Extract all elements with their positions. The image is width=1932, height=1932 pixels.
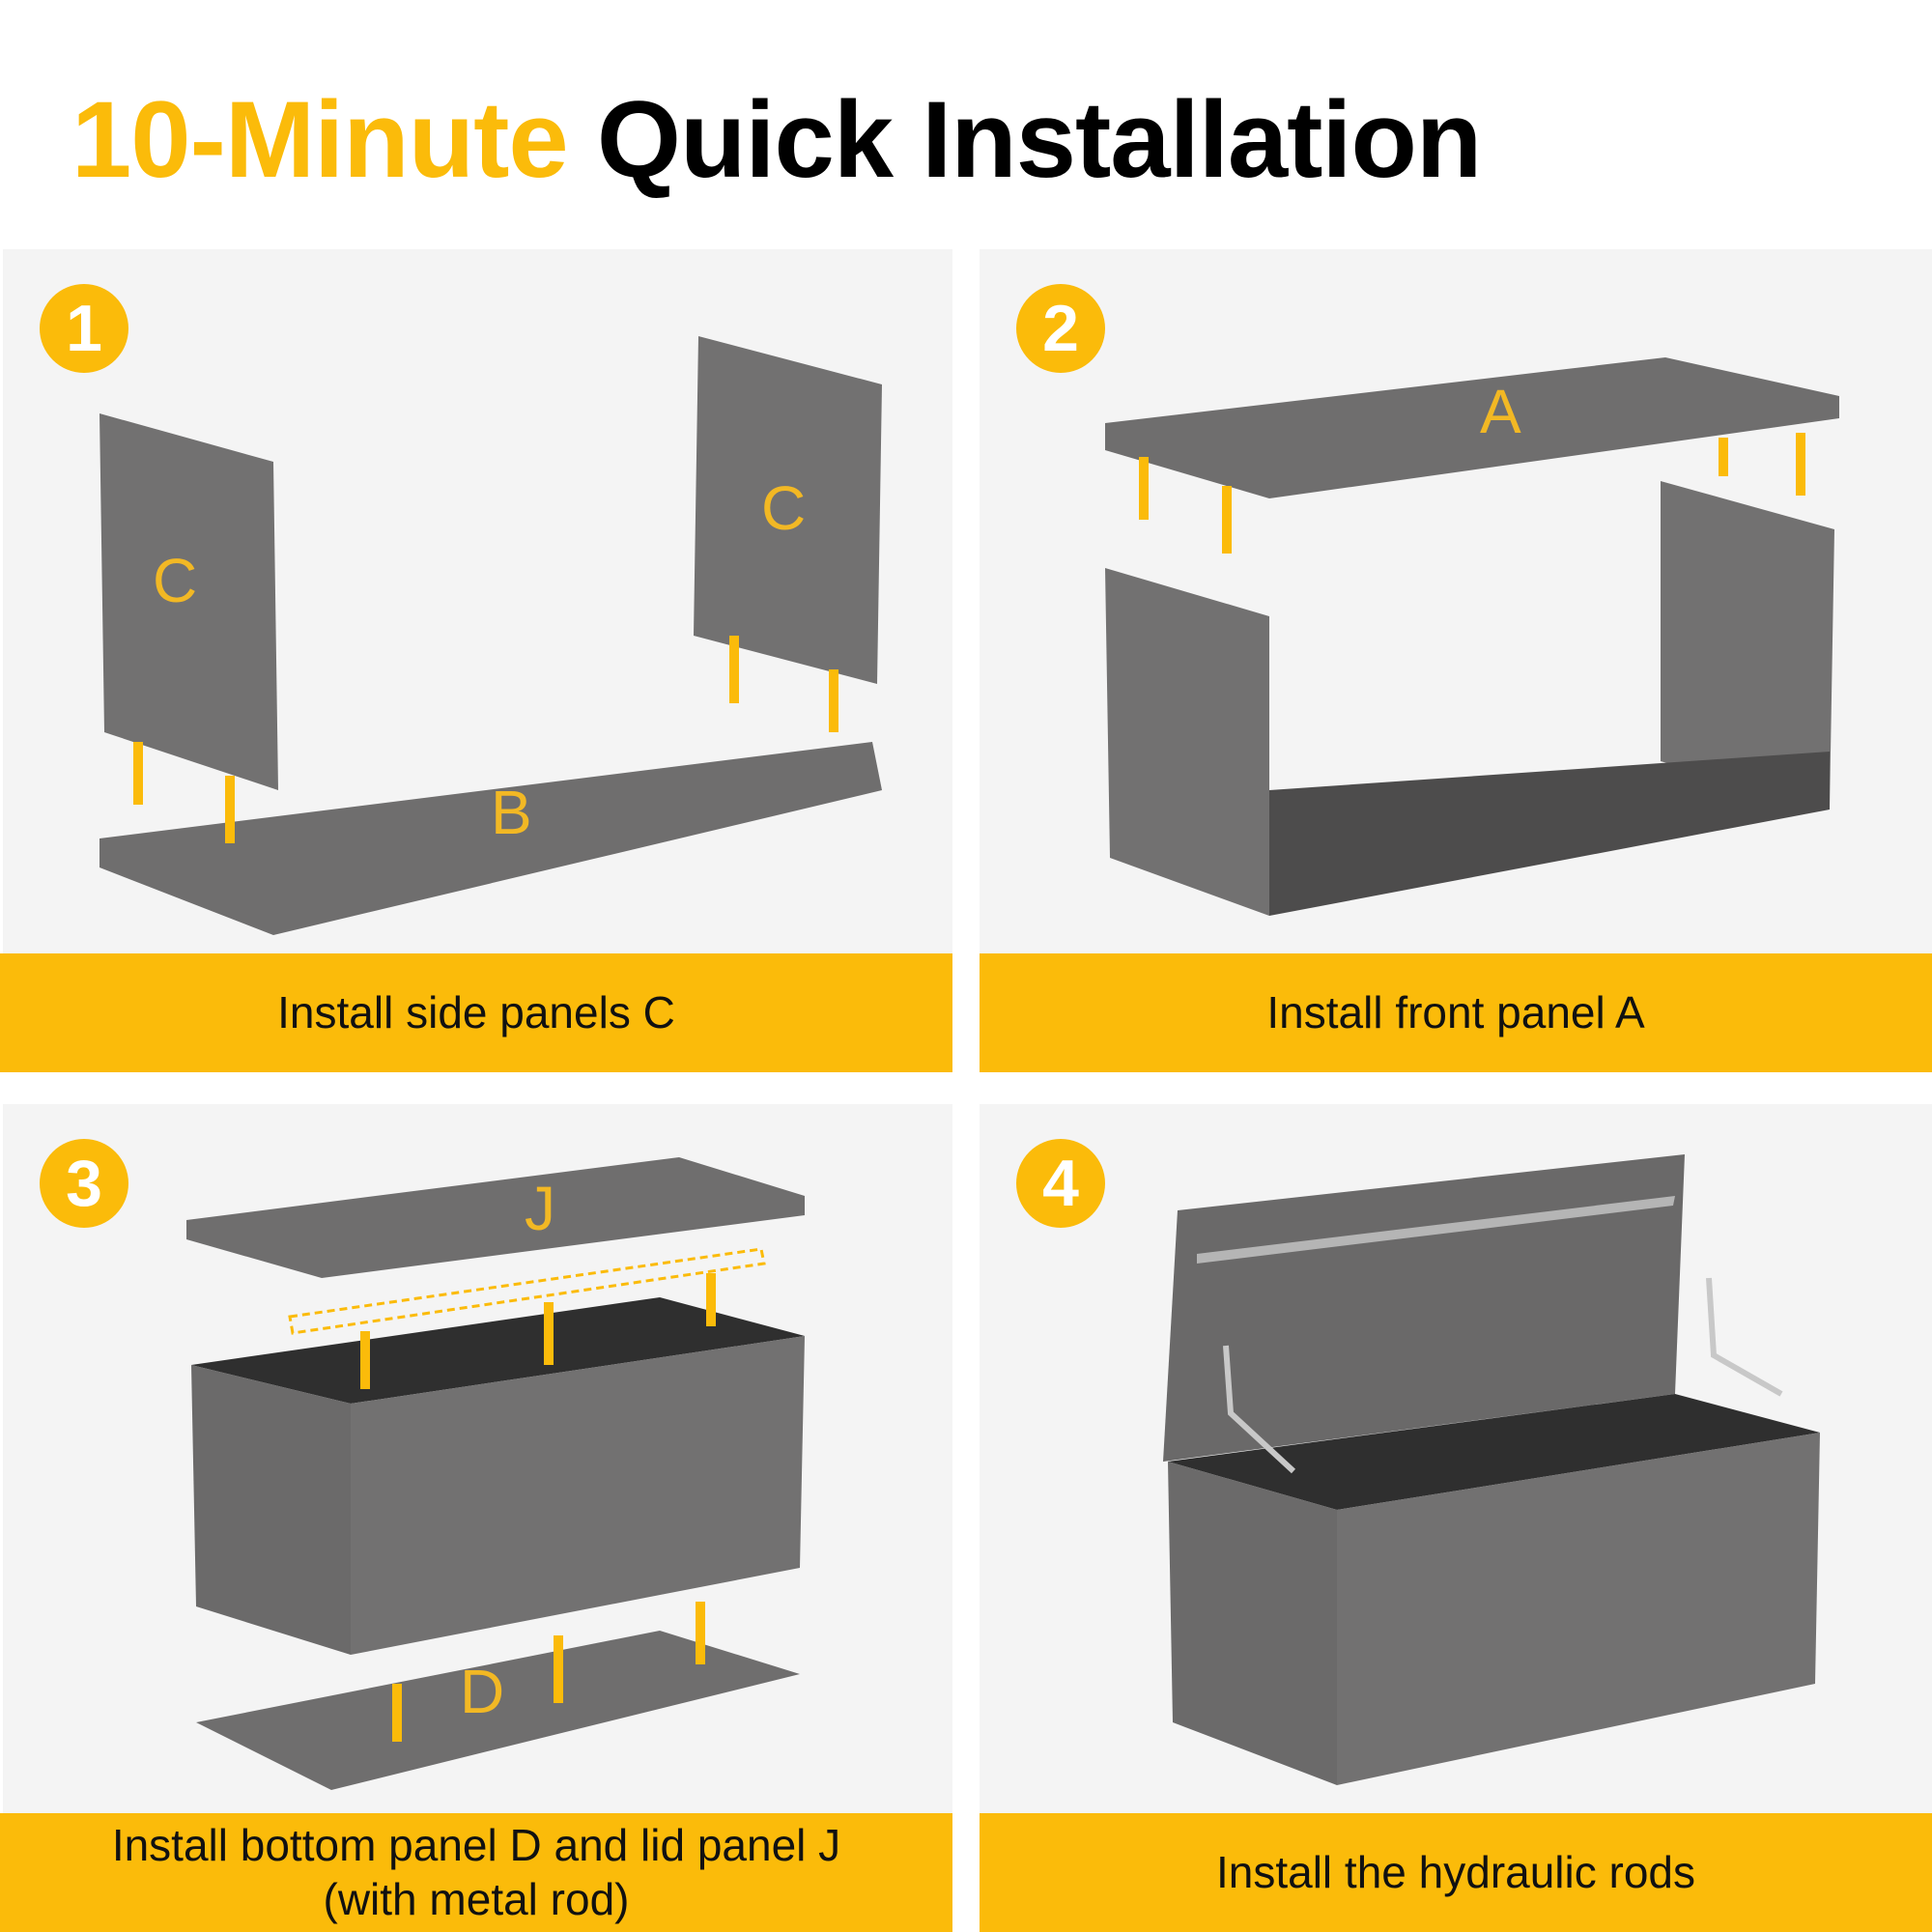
label-c-right: C: [761, 473, 806, 543]
step-3-caption: Install bottom panel D and lid panel J(w…: [0, 1813, 952, 1932]
label-d: D: [460, 1657, 504, 1726]
step-2-illustration: A: [1105, 357, 1839, 916]
label-b: B: [491, 778, 532, 847]
step-2-panel: A 2: [980, 249, 1932, 953]
step-1-caption: Install side panels C: [0, 953, 952, 1072]
step-4-caption: Install the hydraulic rods: [980, 1813, 1932, 1932]
step-1-panel: C C B 1: [3, 249, 952, 953]
step-4-badge: 4: [1016, 1139, 1105, 1228]
step-3-badge: 3: [40, 1139, 128, 1228]
step-2-caption: Install front panel A: [980, 953, 1932, 1072]
step-4-illustration: [1163, 1154, 1820, 1785]
page-title: 10-Minute Quick Installation: [71, 79, 1482, 200]
step-1-badge: 1: [40, 284, 128, 373]
label-c-left: C: [153, 546, 197, 615]
label-j: J: [525, 1174, 555, 1243]
step-3-illustration: J D: [186, 1157, 805, 1790]
step-4-panel: 4: [980, 1104, 1932, 1813]
step-3-panel: J D 3: [3, 1104, 952, 1813]
label-a: A: [1480, 377, 1521, 446]
step-1-illustration: C C B: [99, 336, 882, 935]
step-2-badge: 2: [1016, 284, 1105, 373]
